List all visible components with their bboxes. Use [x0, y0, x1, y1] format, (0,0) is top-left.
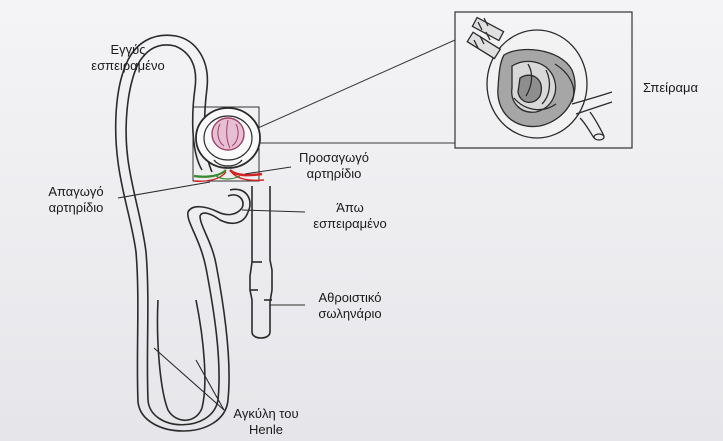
label-afferent-line1: Προσαγωγό — [282, 150, 386, 166]
label-proximal-line1: Εγγύς — [78, 42, 178, 58]
label-proximal-convoluted: Εγγύς εσπειραμένο — [78, 42, 178, 74]
label-distal-line1: Άπω — [300, 200, 400, 216]
label-efferent-arteriole: Απαγωγό αρτηρίδιο — [26, 184, 126, 216]
arterioles — [194, 170, 264, 181]
leader-lines — [118, 167, 305, 410]
label-afferent-line2: αρτηρίδιο — [282, 166, 386, 182]
tubule-outline — [116, 35, 272, 431]
label-glomerulus-text: Σπείραμα — [643, 80, 698, 95]
label-collecting-duct: Αθροιστικό σωληνάριο — [300, 290, 400, 322]
zoom-connector-lines — [258, 40, 455, 143]
label-collecting-line1: Αθροιστικό — [300, 290, 400, 306]
label-distal-convoluted: Άπω εσπειραμένο — [300, 200, 400, 232]
label-loop-of-henle: Αγκύλη του Henle — [216, 406, 316, 438]
label-proximal-line2: εσπειραμένο — [78, 58, 178, 74]
label-henle-line2: Henle — [216, 422, 316, 438]
label-distal-line2: εσπειραμένο — [300, 216, 400, 232]
label-glomerulus: Σπείραμα — [643, 80, 698, 96]
label-henle-line1: Αγκύλη του — [216, 406, 316, 422]
glomerulus-capillary-tuft — [212, 118, 244, 150]
label-efferent-line1: Απαγωγό — [26, 184, 126, 200]
label-afferent-arteriole: Προσαγωγό αρτηρίδιο — [282, 150, 386, 182]
bowmans-capsule — [196, 108, 260, 168]
glomerulus-detail-drawing — [467, 18, 612, 140]
label-efferent-line2: αρτηρίδιο — [26, 200, 126, 216]
label-collecting-line2: σωληνάριο — [300, 306, 400, 322]
